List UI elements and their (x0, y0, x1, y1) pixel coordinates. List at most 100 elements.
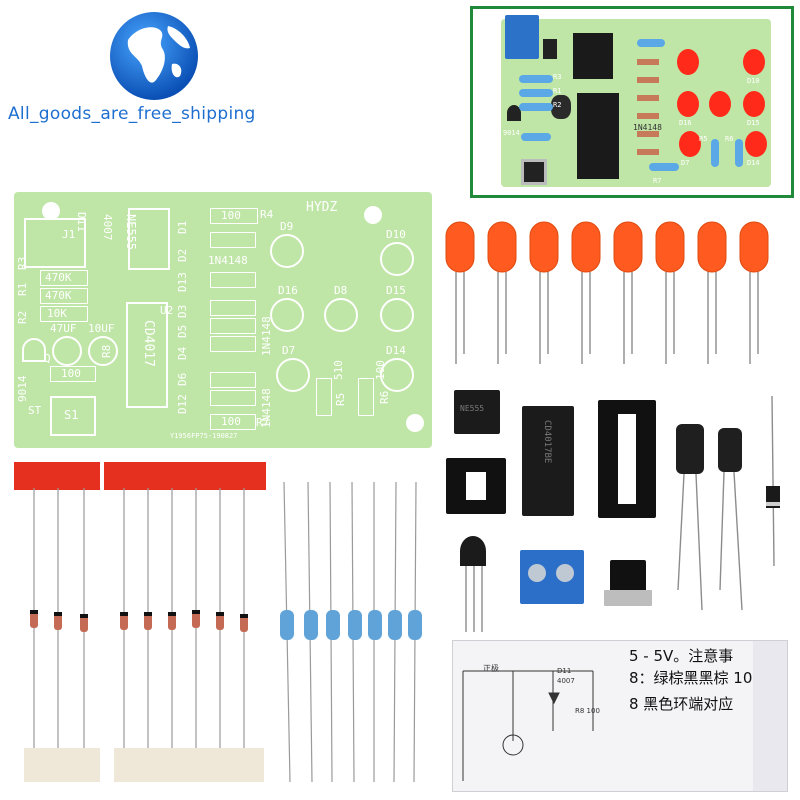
inset-label-r3: R3 (553, 73, 562, 81)
r4-box: 100 (210, 208, 258, 224)
resistor-group (280, 482, 422, 782)
inset-label-d7: D7 (681, 159, 690, 167)
led-label-d9: D9 (280, 220, 294, 233)
inset-terminal-block (505, 15, 539, 59)
diode-strip-base (114, 748, 264, 782)
chip-ne555-marking: NE555 (460, 404, 485, 413)
cd4017-label: CD4017 (141, 320, 156, 367)
diode-strip-base (24, 748, 100, 782)
screw-icon (556, 564, 574, 582)
pcb-footer: Y1956FP75-190827 (170, 432, 238, 440)
d11-label: D11 (75, 212, 88, 232)
main-pcb: HYDZ J1 D11 4007 NE555 R3 R1 R2 470K 470… (14, 192, 432, 448)
diode-footprint (210, 300, 256, 316)
inset-label-d15: D15 (747, 119, 760, 127)
inset-label-r7: R7 (653, 177, 662, 185)
u2-label: U2 (160, 304, 174, 317)
diode-label-d5: D5 (176, 324, 189, 338)
led-label-d16: D16 (278, 284, 298, 297)
manual-line-1: 5 - 5V。注意事 (629, 647, 734, 665)
diode-footprint (210, 272, 256, 288)
transistor-9014 (460, 536, 486, 566)
led-footprint-d7 (276, 358, 310, 392)
diode-label-d3: D3 (176, 304, 189, 318)
inset-diode-row (637, 149, 659, 155)
diode-footprint (210, 336, 256, 352)
socket-16pin (598, 400, 656, 518)
j1-outline (24, 218, 86, 268)
diode-footprint (210, 372, 256, 388)
inset-led (679, 131, 701, 157)
led-label-d15: D15 (386, 284, 406, 297)
inset-diode (543, 39, 557, 59)
r7-box: 100 (210, 414, 256, 430)
diode-label-d4: D4 (176, 346, 189, 360)
diode-footprint (210, 232, 256, 248)
manual-sheet: 正极 D11 4007 R8 100 5 - 5V。注意事 8：绿棕黑黑棕 10… (452, 640, 788, 792)
diode-strip-tape (14, 462, 100, 490)
inset-capacitor (551, 95, 571, 119)
capacitor-leads (677, 471, 743, 611)
brand-text: All_goods_are_free_shipping (8, 104, 256, 124)
led-label-d10: D10 (386, 228, 406, 241)
diode-1n4007 (766, 396, 780, 566)
diode-footprint (210, 318, 256, 334)
diode-label-d2: D2 (176, 248, 189, 262)
r8-value: 100 (61, 367, 81, 380)
cap-10uf: 10UF (88, 322, 115, 335)
manual-d11-type: 4007 (557, 677, 575, 685)
manual-fold (753, 641, 787, 791)
cap-47uf-outline (52, 336, 82, 366)
ne555-label: NE555 (124, 214, 138, 251)
socket-8pin (446, 458, 506, 514)
r1-value: 470K (45, 289, 72, 302)
r8-label: R8 (100, 344, 113, 358)
globe-icon (110, 12, 198, 100)
diode-footprint (210, 390, 256, 406)
inset-led (743, 91, 765, 117)
screw-icon (528, 564, 546, 582)
cd4017-outline (126, 302, 168, 408)
inset-led (709, 91, 731, 117)
mount-hole (406, 414, 424, 432)
r1-box: 470K (40, 288, 88, 304)
manual-line-3: 8 黑色环端对应 (629, 695, 734, 713)
diode-strip-leads (30, 488, 248, 756)
cap-47uf: 47UF (50, 322, 77, 335)
r6-label: R6 (378, 390, 391, 404)
terminal-block (520, 550, 584, 604)
inset-led (743, 49, 765, 75)
inset-label-r1: R1 (553, 87, 562, 95)
r5-value: 510 (332, 360, 345, 380)
cap-10uf-outline (88, 336, 118, 366)
diode-label-d6: D6 (176, 372, 189, 386)
led-footprint-d8 (324, 298, 358, 332)
socket-hole (466, 472, 486, 500)
led-row-graphic (445, 221, 769, 364)
inset-resistor (521, 133, 551, 141)
socket-hole (618, 414, 636, 504)
s1-outline (50, 396, 96, 436)
inset-diode-row (637, 77, 659, 83)
mount-hole (42, 202, 60, 220)
inset-chip-cd4017 (577, 93, 619, 179)
d11-type: 4007 (101, 214, 114, 241)
inset-resistor (637, 39, 665, 47)
st-label: ST (28, 404, 42, 417)
r2-box: 10K (40, 306, 88, 322)
manual-d11-label: D11 (557, 667, 572, 675)
r3-box: 470K (40, 270, 88, 286)
inset-label-d16: D16 (679, 119, 692, 127)
r6-box (358, 378, 374, 416)
diode-strip-tape (104, 462, 266, 490)
inset-resistor (519, 103, 553, 111)
globe-logo (108, 10, 200, 102)
led-footprint-d9 (270, 234, 304, 268)
inset-diode-row (637, 131, 659, 137)
led-label-d8: D8 (334, 284, 348, 297)
inset-diode-row (637, 59, 659, 65)
led-footprint-d10 (380, 242, 414, 276)
r5-label: R5 (334, 392, 347, 406)
schematic-drawing (462, 670, 594, 781)
inset-label-r5: R5 (699, 135, 708, 143)
